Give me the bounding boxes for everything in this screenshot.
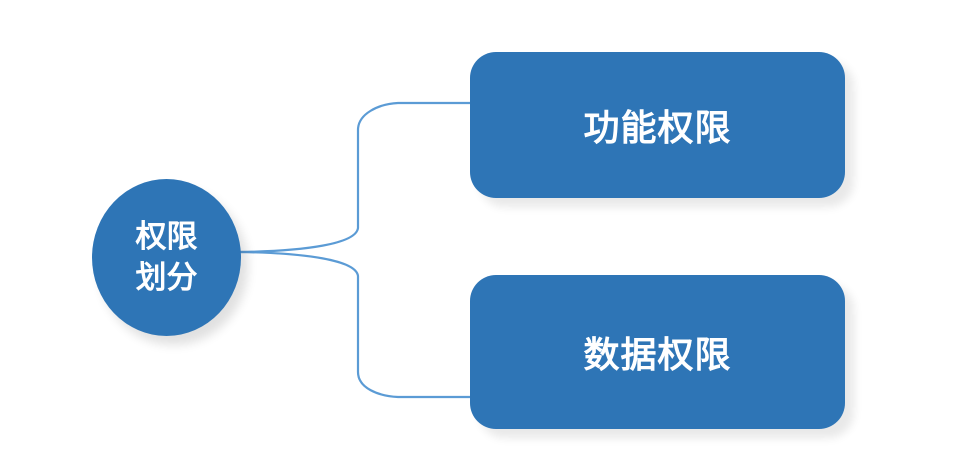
connector-top-branch <box>238 101 474 254</box>
branch-node-function-permission[interactable]: 功能权限 <box>470 52 845 198</box>
connector-bottom-branch <box>238 250 474 399</box>
root-node-permission-division[interactable]: 权限 划分 <box>92 179 241 336</box>
branch-node-data-permission[interactable]: 数据权限 <box>470 275 845 429</box>
